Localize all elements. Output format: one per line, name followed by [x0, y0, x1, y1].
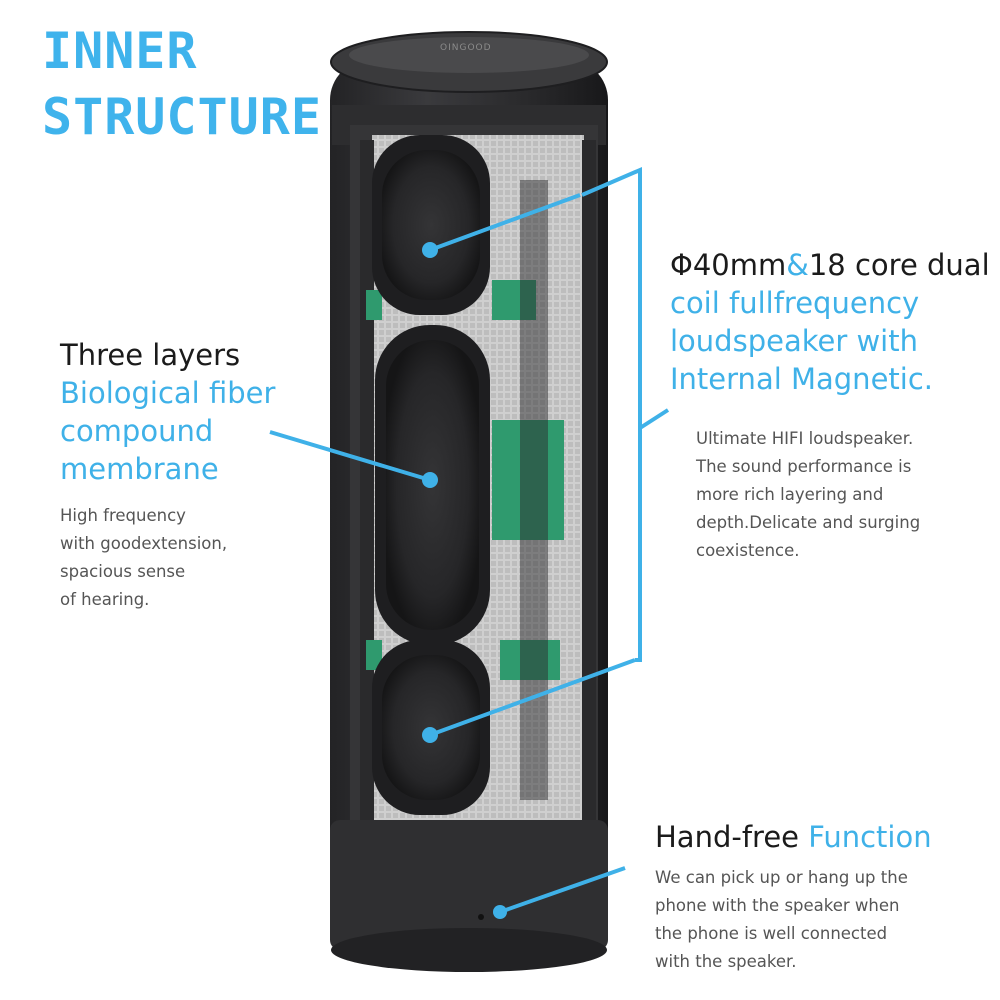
- right-callout: Φ40mm&18 core dual coil fullfrequency lo…: [670, 246, 990, 398]
- left-desc-line-3: spacious sense: [60, 562, 186, 581]
- right-desc-line-4: depth.Delicate and surging: [696, 513, 921, 532]
- right-callout-heading: Φ40mm&18 core dual: [670, 246, 990, 284]
- right-accent-line-3: Internal Magnetic.: [670, 362, 933, 396]
- title-line-2: STRUCTURE: [42, 88, 322, 146]
- pointer-dot-top: [422, 242, 438, 258]
- heading-diameter: Φ40mm: [670, 248, 787, 282]
- left-desc-line-4: of hearing.: [60, 590, 150, 609]
- brand-logo-text: OINGOOD: [440, 43, 492, 53]
- right-desc-line-1: Ultimate HIFI loudspeaker.: [696, 429, 914, 448]
- heading-hand-free: Hand-free: [655, 820, 800, 854]
- heading-ampersand: &: [786, 248, 809, 282]
- bottom-desc-line-1: We can pick up or hang up the: [655, 868, 908, 887]
- left-accent-line-1: Biological fiber: [60, 376, 276, 410]
- left-callout-heading: Three layers: [60, 338, 241, 372]
- right-desc-line-2: The sound performance is: [696, 457, 912, 476]
- bottom-desc-line-3: the phone is well connected: [655, 924, 888, 943]
- left-accent-line-3: membrane: [60, 452, 219, 486]
- callout-lines: [269, 166, 670, 914]
- left-desc-line-2: with goodextension,: [60, 534, 228, 553]
- left-callout: Three layers Biological fiber compound m…: [60, 336, 275, 614]
- left-accent-line-2: compound: [60, 414, 214, 448]
- right-description: Ultimate HIFI loudspeaker. The sound per…: [696, 425, 920, 565]
- microphone-hole: [478, 914, 484, 920]
- pointer-dot-bottom: [422, 727, 438, 743]
- right-desc-line-5: coexistence.: [696, 541, 800, 560]
- bottom-desc-line-2: phone with the speaker when: [655, 896, 900, 915]
- left-desc-line-1: High frequency: [60, 506, 186, 525]
- title-line-1: INNER: [42, 22, 198, 80]
- bottom-callout: Hand-free Function We can pick up or han…: [655, 818, 932, 976]
- right-accent-line-2: loudspeaker with: [670, 324, 918, 358]
- bottom-band: [330, 820, 608, 950]
- bottom-callout-heading: Hand-free Function: [655, 818, 932, 856]
- heading-function: Function: [808, 820, 932, 854]
- pointer-dot-mic: [493, 905, 507, 919]
- right-desc-line-3: more rich layering and: [696, 485, 884, 504]
- top-driver: [372, 135, 490, 315]
- heading-core: 18 core dual: [808, 248, 990, 282]
- pointer-dot-middle: [422, 472, 438, 488]
- right-accent-line-1: coil fullfrequency: [670, 286, 920, 320]
- bottom-desc-line-4: with the speaker.: [655, 952, 797, 971]
